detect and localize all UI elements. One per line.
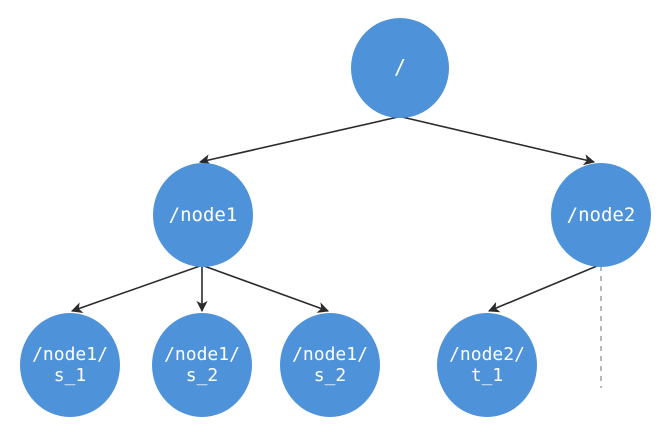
node-node1-s-1-label: /node1/ s_1 [32, 343, 108, 386]
edge-node1-to-s-1 [70, 265, 201, 313]
node-node1-s-2-a-label: /node1/ s_2 [164, 343, 240, 386]
node-root-label: / [393, 55, 407, 80]
node-node1[interactable]: /node1 [153, 163, 253, 267]
node-node2[interactable]: /node2 [551, 163, 651, 267]
edge-node2-to-t-1 [487, 265, 598, 313]
edge-root-to-node1 [198, 116, 399, 166]
node-node2-t-1[interactable]: /node2/ t_1 [437, 313, 537, 417]
node-node1-s-1[interactable]: /node1/ s_1 [20, 313, 120, 417]
node-node1-label: /node1 [168, 203, 238, 226]
edge-node1-to-s-2-b [203, 265, 330, 313]
node-node2-label: /node2 [566, 203, 636, 226]
node-node1-s-2-a[interactable]: /node1/ s_2 [152, 313, 252, 417]
node-node1-s-2-b[interactable]: /node1/ s_2 [280, 313, 380, 417]
node-node1-s-2-b-label: /node1/ s_2 [292, 343, 368, 386]
node-node2-t-1-label: /node2/ t_1 [449, 343, 525, 386]
node-root[interactable]: / [351, 18, 449, 118]
edge-root-to-node2 [401, 116, 596, 166]
